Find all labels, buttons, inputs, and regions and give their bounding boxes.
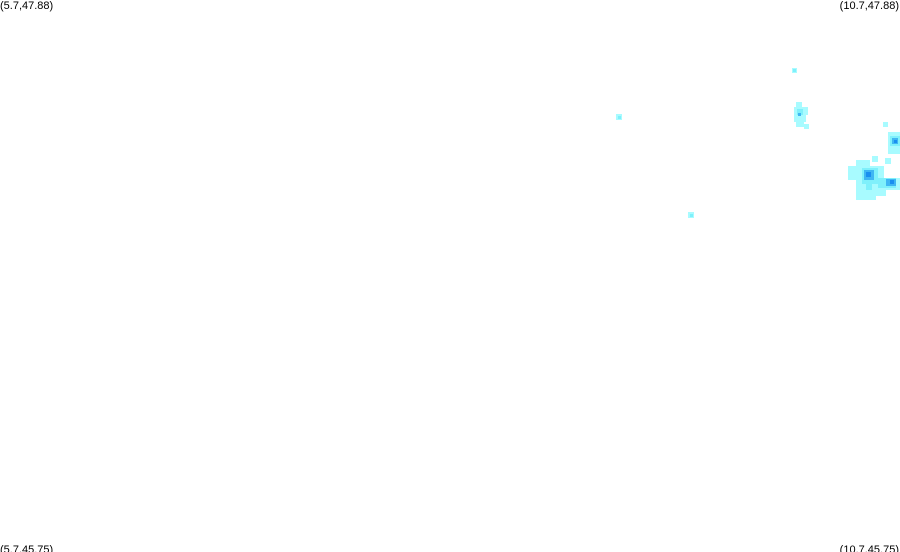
heat-cluster-east bbox=[872, 122, 900, 164]
heat-cell bbox=[794, 114, 806, 122]
heat-cell bbox=[797, 109, 803, 115]
heat-cluster-center bbox=[794, 102, 809, 129]
corner-label-bottom-right: (10.7,45.75) bbox=[839, 544, 899, 552]
heat-cluster-south bbox=[688, 212, 694, 218]
heat-cell bbox=[804, 124, 809, 129]
heat-cell bbox=[618, 116, 621, 119]
heat-cluster-southeast bbox=[848, 160, 900, 200]
heat-cluster-north bbox=[792, 68, 797, 73]
heat-cell bbox=[885, 158, 891, 164]
heat-cell bbox=[856, 190, 876, 200]
heat-cell bbox=[890, 180, 894, 184]
heat-cell bbox=[872, 156, 878, 162]
heat-cell bbox=[793, 69, 796, 72]
heat-cell bbox=[856, 160, 870, 168]
heat-cell bbox=[798, 113, 801, 116]
heat-cell bbox=[876, 190, 886, 196]
corner-label-bottom-left: (5.7,45.75) bbox=[0, 544, 54, 552]
heat-cell bbox=[866, 184, 872, 190]
heat-cell bbox=[883, 122, 888, 127]
heat-cell bbox=[690, 214, 693, 217]
heat-cell bbox=[866, 172, 871, 177]
heat-cell bbox=[796, 102, 802, 108]
corner-label-top-left: (5.7,47.88) bbox=[0, 0, 54, 12]
heat-cell bbox=[894, 140, 897, 143]
heat-cell bbox=[796, 121, 804, 127]
corner-label-top-right: (10.7,47.88) bbox=[839, 0, 899, 12]
heat-cluster-west bbox=[616, 114, 622, 120]
